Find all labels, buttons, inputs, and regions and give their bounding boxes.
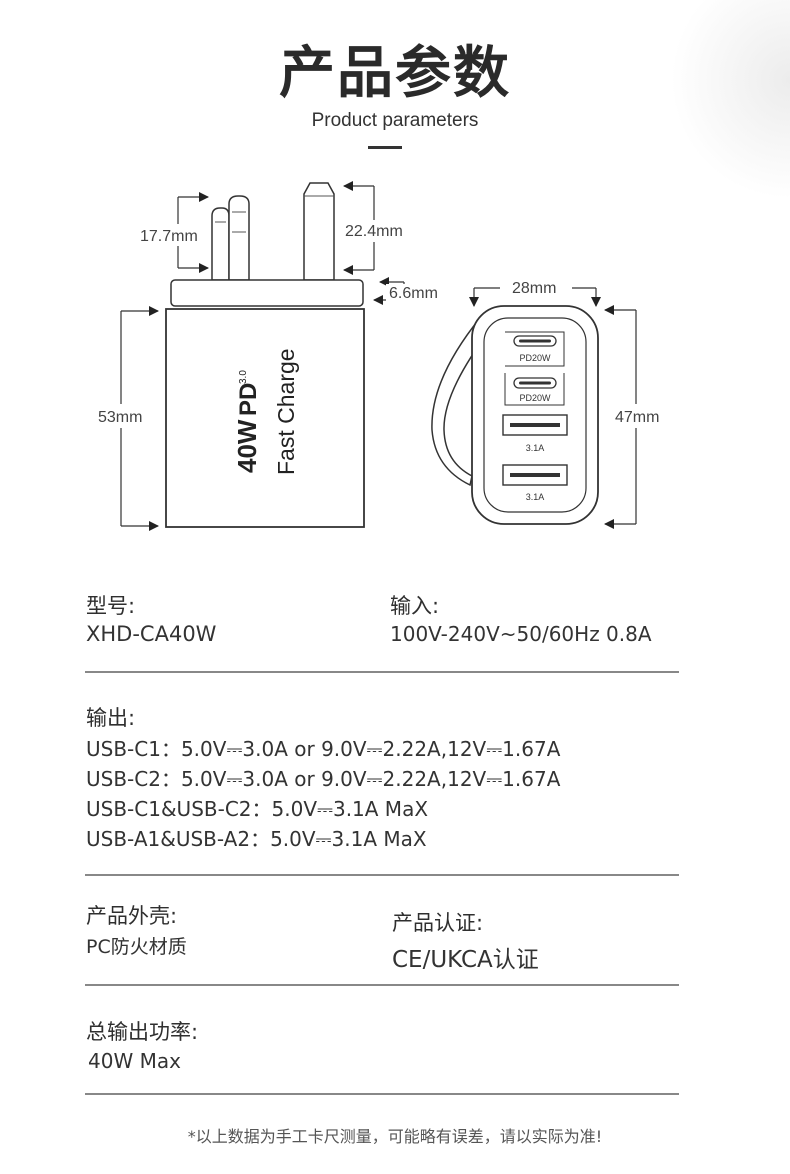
dim-plate-thickness: 6.6mm bbox=[389, 285, 438, 302]
port-label: 3.1A bbox=[526, 443, 545, 453]
model-value: XHD-CA40W bbox=[86, 622, 217, 646]
page-subtitle: Product parameters bbox=[311, 110, 479, 131]
usb-c1-port: PD20W bbox=[505, 331, 565, 367]
port-label: PD20W bbox=[519, 393, 551, 403]
total-power-label: 总输出功率: bbox=[86, 1020, 199, 1044]
charger-front-view: PD20W PD20W 3.1A 3.1A 28mm bbox=[431, 280, 668, 529]
divider bbox=[85, 1093, 679, 1095]
output-line-usb-c2: USB-C2：5.0V⎓3.0A or 9.0V⎓2.22A,12V⎓1.67A bbox=[86, 767, 561, 791]
fast-charge-label: Fast Charge bbox=[273, 348, 299, 475]
title-underline bbox=[368, 146, 402, 149]
divider bbox=[85, 984, 679, 986]
shell-value: PC防火材质 bbox=[86, 936, 187, 958]
output-line-usb-c-combined: USB-C1&USB-C2：5.0V⎓3.1A MaX bbox=[86, 797, 429, 821]
input-value: 100V-240V~50/60Hz 0.8A bbox=[390, 622, 652, 646]
dim-pin-height: 22.4mm bbox=[345, 223, 403, 240]
usb-c2-port: PD20W bbox=[504, 373, 565, 406]
certification-label: 产品认证: bbox=[392, 911, 484, 935]
dim-front-height: 47mm bbox=[615, 409, 659, 426]
pin-left bbox=[211, 195, 250, 281]
dim-body-height: 53mm bbox=[98, 409, 142, 426]
background-shade bbox=[670, 0, 790, 200]
certification-value: CE/UKCA认证 bbox=[392, 947, 539, 973]
output-line-usb-a-combined: USB-A1&USB-A2：5.0V⎓3.1A MaX bbox=[86, 827, 427, 851]
pin-right bbox=[303, 182, 335, 281]
output-line-usb-c1: USB-C1：5.0V⎓3.0A or 9.0V⎓2.22A,12V⎓1.67A bbox=[86, 737, 561, 761]
charger-diagram: 40W PD 3.0 Fast Charge 17.7mm 22.4mm 6.6… bbox=[96, 181, 668, 531]
model-label: 型号: bbox=[86, 594, 136, 618]
divider bbox=[85, 671, 679, 673]
usb-a1-port: 3.1A bbox=[502, 414, 568, 453]
dim-pin-width: 17.7mm bbox=[140, 228, 198, 245]
input-label: 输入: bbox=[390, 594, 440, 618]
plug-plate bbox=[170, 279, 364, 307]
port-label: 3.1A bbox=[526, 492, 545, 502]
dim-front-width: 28mm bbox=[512, 280, 556, 297]
divider bbox=[85, 874, 679, 876]
charger-body bbox=[165, 308, 365, 528]
output-label: 输出: bbox=[86, 706, 136, 730]
charger-side-view: 40W PD 3.0 Fast Charge 17.7mm 22.4mm 6.6… bbox=[96, 181, 444, 531]
total-power-value: 40W Max bbox=[88, 1049, 181, 1073]
page-title: 产品参数 bbox=[279, 41, 511, 106]
shell-label: 产品外壳: bbox=[86, 904, 178, 928]
port-label: PD20W bbox=[519, 353, 551, 363]
usb-a2-port: 3.1A bbox=[502, 464, 568, 502]
footnote: *以上数据为手工卡尺测量，可能略有误差，请以实际为准! bbox=[187, 1127, 603, 1146]
pd-version: 3.0 bbox=[238, 370, 249, 384]
pd-logo: PD bbox=[235, 383, 262, 416]
wattage-label: 40W bbox=[232, 419, 262, 473]
